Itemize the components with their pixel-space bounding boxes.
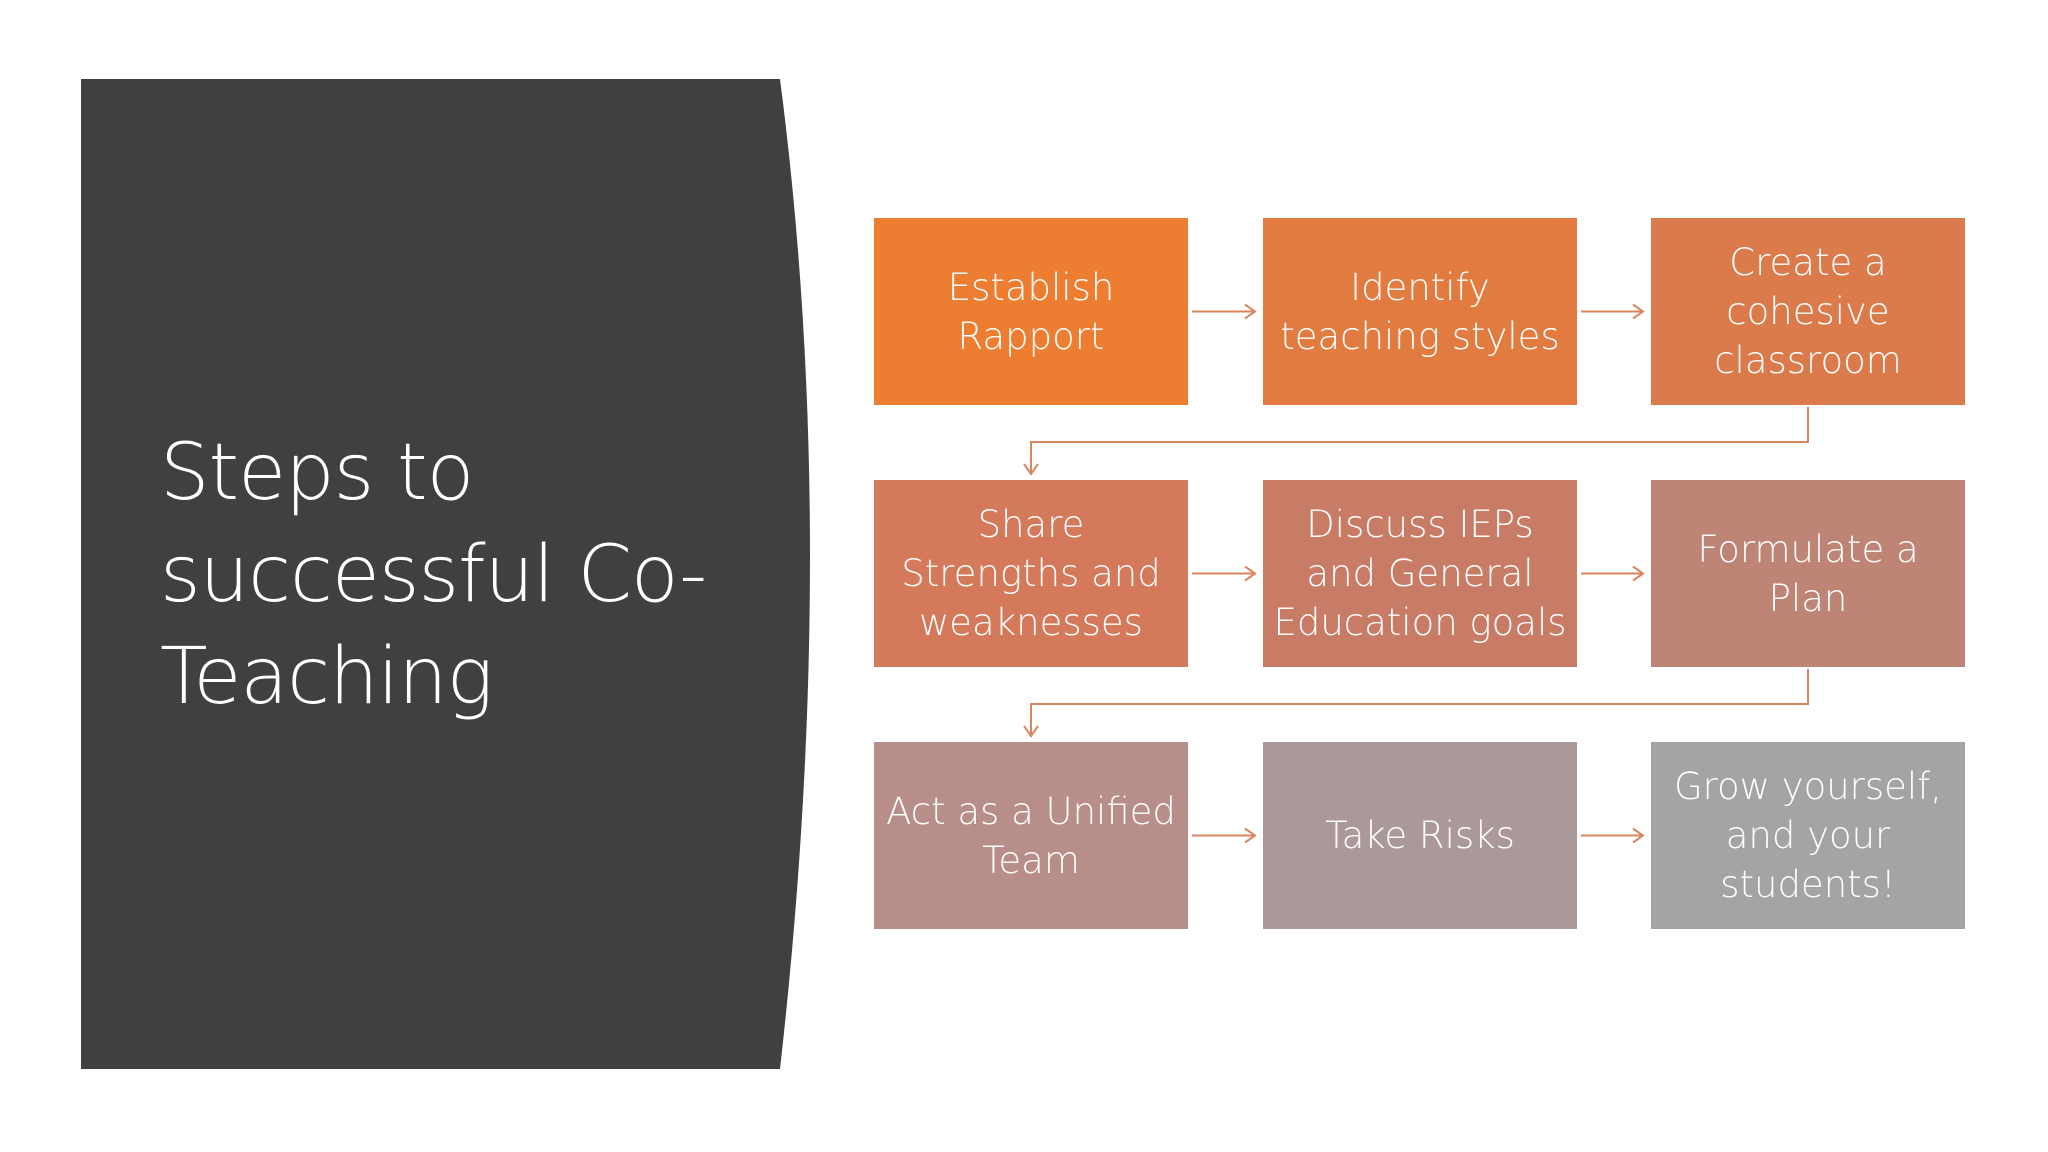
slide-title-line-3: Teaching xyxy=(160,632,493,722)
slide-title-line-1: Steps to xyxy=(160,428,474,518)
step-label: Identify teaching styles xyxy=(1280,263,1559,361)
arrow-head-icon xyxy=(1244,565,1257,582)
step-label: Take Risks xyxy=(1325,811,1515,860)
arrow-head-icon xyxy=(1023,725,1039,738)
step-label: Create a cohesive classroom xyxy=(1714,238,1902,385)
step-box-3: Create a cohesive classroom xyxy=(1651,218,1965,405)
step-label-line: teaching styles xyxy=(1280,314,1560,358)
step-label: Grow yourself, and your students! xyxy=(1674,762,1942,909)
step-label-line: Rapport xyxy=(957,314,1105,358)
step-label-line: Education goals xyxy=(1273,601,1567,644)
step-label: Formulate a Plan xyxy=(1697,525,1918,623)
step-label-line: classroom xyxy=(1714,339,1902,382)
slide-title-line-2: successful Co- xyxy=(160,530,707,620)
step-label-line: Share xyxy=(977,503,1085,546)
step-label-line: Identify xyxy=(1350,265,1490,309)
elbow-connector xyxy=(1030,669,1809,736)
step-label-line: Take Risks xyxy=(1325,814,1515,857)
arrow-head-icon xyxy=(1244,827,1257,844)
step-label-line: and your xyxy=(1725,814,1891,857)
step-label-line: Discuss IEPs xyxy=(1306,503,1534,546)
step-label-line: Strengths and xyxy=(901,552,1161,595)
elbow-connector xyxy=(1030,407,1809,474)
arrow-head-icon xyxy=(1632,565,1645,582)
arrow-head-icon xyxy=(1023,463,1039,476)
step-label-line: Create a xyxy=(1729,241,1887,284)
step-box-8: Take Risks xyxy=(1263,742,1577,929)
step-label-line: weaknesses xyxy=(919,601,1143,644)
slide-title: Steps to successful Co- Teaching xyxy=(160,422,760,728)
step-label-line: Grow yourself, xyxy=(1673,765,1943,808)
step-label-line: and General xyxy=(1306,552,1534,595)
arrow-head-icon xyxy=(1632,827,1645,844)
step-box-2: Identify teaching styles xyxy=(1263,218,1577,405)
step-label-line: cohesive xyxy=(1726,290,1890,333)
step-box-9: Grow yourself, and your students! xyxy=(1651,742,1965,929)
step-label-line: Act as a Unified xyxy=(886,789,1176,833)
step-label-line: Team xyxy=(982,838,1080,882)
step-label-line: Plan xyxy=(1768,576,1848,620)
step-label-line: Establish xyxy=(947,265,1115,309)
step-box-6: Formulate a Plan xyxy=(1651,480,1965,667)
step-label-line: Formulate a xyxy=(1697,527,1919,571)
arrow-head-icon xyxy=(1244,303,1257,320)
step-label-line: students! xyxy=(1720,863,1896,906)
arrow-head-icon xyxy=(1632,303,1645,320)
